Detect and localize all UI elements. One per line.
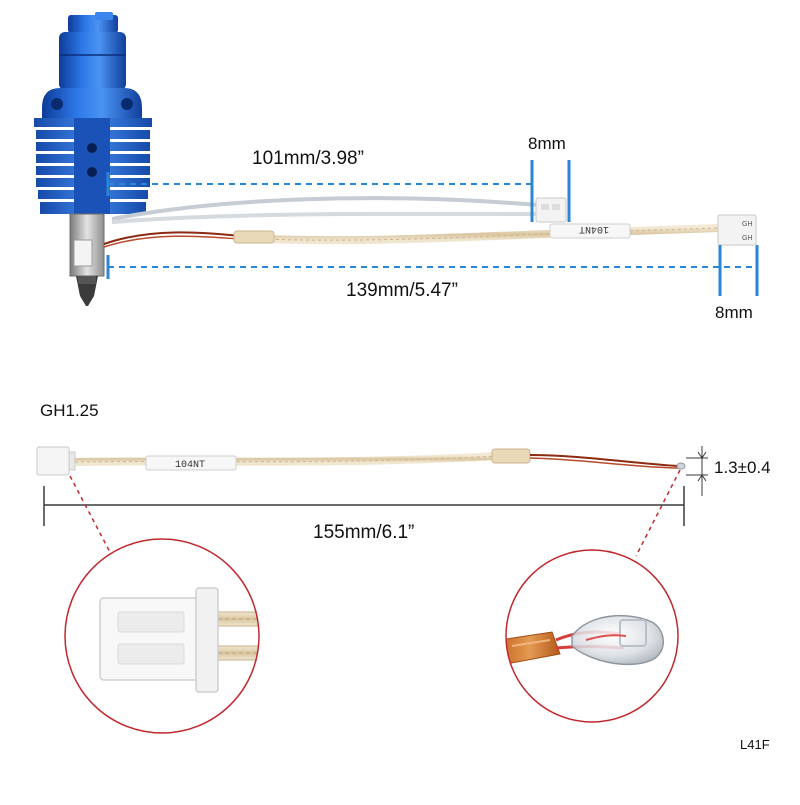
hotend-assembly	[34, 12, 152, 306]
connector-mark-bottom: GH	[742, 235, 753, 242]
upper-wires: 104NT	[103, 196, 721, 248]
cable-label-sleeve-upper	[549, 223, 631, 239]
detail-circle-left	[64, 538, 260, 734]
dim-label-8mm-lower: 8mm	[715, 303, 753, 322]
product-code: L41F	[740, 737, 770, 752]
cable-label-sleeve-lower	[145, 455, 237, 471]
dim-label-8mm-upper: 8mm	[528, 134, 566, 153]
mount-bridge	[42, 88, 142, 118]
thermistor-assembly: 104NT	[36, 446, 686, 476]
braided-cable	[239, 224, 721, 245]
detail-leader-lines	[69, 469, 681, 557]
upper-dimension-lines	[106, 160, 759, 296]
dim-label-139mm: 139mm/5.47”	[346, 280, 458, 301]
heater-connector	[535, 197, 567, 223]
thermistor-connector-upper: GH GH	[717, 214, 757, 246]
thermistor-bead	[676, 462, 686, 470]
heatsink-core	[74, 118, 110, 214]
detail-bead-circle	[505, 549, 679, 723]
leader-left	[69, 475, 113, 557]
collar	[59, 32, 126, 90]
connector-mark-top: GH	[742, 221, 753, 228]
gh-connector	[36, 446, 70, 476]
connector-housing-detail	[99, 597, 201, 681]
dim-label-101mm: 101mm/3.98”	[252, 148, 364, 169]
detail-circle-right	[505, 549, 679, 723]
bead-size-label: 1.3±0.4	[714, 458, 771, 477]
lower-dimension-lines	[43, 446, 708, 526]
connector-type-label: GH1.25	[40, 401, 99, 420]
glass-bead-detail	[571, 614, 664, 666]
leader-right	[635, 469, 681, 557]
dim-label-155mm: 155mm/6.1”	[313, 522, 415, 543]
cable-mark-upper: 104NT	[579, 223, 609, 234]
detail-connector-circle	[64, 538, 260, 734]
cable-mark-lower: 104NT	[175, 460, 205, 471]
